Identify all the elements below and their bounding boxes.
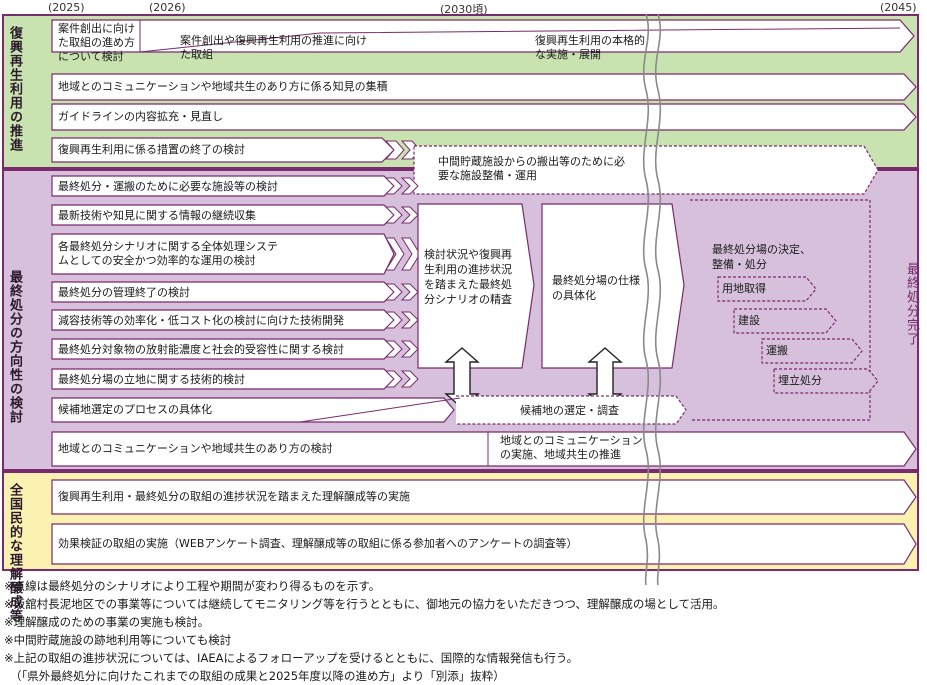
spec-text: 最終処分場の仕様の具体化 (552, 274, 640, 302)
reuse-row3-arrow (51, 103, 917, 131)
note-source: （「県外最終処分に向けたこれまでの取組の成果と2025年度以降の進め方」より「別… (10, 669, 505, 683)
carry-text: 運搬 (766, 344, 788, 357)
decide-text: 最終処分場の決定、整備・処分 (712, 243, 811, 271)
reuse-row1b-text: 案件創出や復興再生利用の推進に向けた取組 (180, 34, 367, 61)
scenario-box (417, 203, 535, 369)
section-label-reuse: 復興再生利用の推進 (7, 26, 22, 152)
reuse-row4-chevrons (384, 140, 421, 160)
interim-text: 中間貯蔵施設からの搬出等のために必要な施設整備・運用 (438, 155, 625, 182)
final-row-7-text: 最終処分場の立地に関する技術的検討 (58, 373, 245, 386)
spec-box (541, 203, 685, 369)
reuse-row3-text: ガイドラインの内容拡充・見直し (58, 110, 223, 123)
complete-text: 最終処分完了 (904, 262, 919, 346)
landfill-text: 埋立処分 (778, 374, 822, 387)
reuse-row2-text: 地域とのコミュニケーションや地域共生のあり方に係る知見の集積 (58, 80, 388, 93)
candidate-text: 候補地選定のプロセスの具体化 (58, 403, 212, 416)
year-2045: (2045) (880, 1, 917, 14)
year-2026: (2026) (149, 1, 186, 14)
decide-box (690, 199, 871, 421)
final-row-arrows (51, 175, 395, 390)
public-row2-text: 効果検証の取組の実施（WEBアンケート調査、理解醸成等の取組に係る参加者へのアン… (58, 537, 578, 550)
roadmap-diagram (51, 13, 917, 586)
interim-box (413, 145, 879, 195)
final-row-6-text: 最終処分対象物の放射能濃度と社会的受容性に関する検討 (58, 343, 344, 356)
time-break-line-2 (654, 13, 662, 586)
note-2: ※飯舘村長泥地区での事業等については継続してモニタリング等を行うとともに、御地元… (4, 597, 725, 611)
final-row-1-text: 最終処分・運搬のために必要な施設等の検討 (58, 180, 278, 193)
public-row2-arrow (51, 523, 917, 565)
candidate-arrow (51, 397, 455, 423)
reuse-row1-divider (139, 27, 901, 53)
reuse-row1a-text: 案件創出に向けた取組の進め方について検討 (58, 22, 135, 63)
build-text: 建設 (738, 314, 760, 327)
comm-impl-text: 地域とのコミュニケーションの実施、地域共生の推進 (500, 434, 643, 461)
final-row-3-text: 各最終処分シナリオに関する全体処理システムとしての安全かつ効率的な運用の検討 (58, 240, 278, 267)
reuse-row1-arrow (51, 19, 915, 53)
reuse-row4-text: 復興再生利用に係る措置の終了の検討 (58, 143, 245, 156)
substeps (717, 276, 879, 394)
time-break-line-1 (642, 13, 650, 586)
public-row1-text: 復興再生利用・最終処分の取組の進捗状況を踏まえた理解醸成等の実施 (58, 490, 410, 503)
reuse-row2-arrow (51, 73, 917, 101)
comm-arrow (51, 431, 917, 467)
candidate-selection-text: 候補地の選定・調査 (520, 404, 619, 417)
candidate-link (299, 397, 461, 423)
final-row-5-text: 減容技術等の効率化・低コスト化の検討に向けた技術開発 (58, 314, 344, 327)
note-1: ※点線は最終処分のシナリオにより工程や期間が変わり得るものを示す。 (4, 579, 381, 593)
reuse-row1c-text: 復興再生利用の本格的な実施・展開 (535, 34, 645, 61)
note-4: ※中間貯蔵施設の跡地利用等についても検討 (4, 633, 232, 647)
public-row1-arrow (51, 479, 917, 515)
candidate-dashed (456, 395, 687, 425)
scenario-text: 検討状況や復興再生利用の進捗状況を踏まえた最終処分シナリオの精査 (424, 248, 512, 306)
year-2030: (2030頃) (440, 3, 488, 16)
section-label-final: 最終処分の方向性の検討 (7, 270, 22, 424)
final-row-2-text: 最新技術や知見に関する情報の継続収集 (58, 209, 256, 222)
note-3: ※理解醸成のための事業の実施も検討。 (4, 615, 210, 629)
final-row-chevrons (384, 177, 421, 388)
comm-text: 地域とのコミュニケーションや地域共生のあり方の検討 (58, 442, 333, 455)
note-5: ※上記の取組の進捗状況については、IAEAによるフォローアップを受けるとともに、… (4, 651, 579, 665)
land-text: 用地取得 (722, 282, 766, 295)
final-row-4-text: 最終処分の管理終了の検討 (58, 286, 190, 299)
year-2025: (2025) (48, 1, 85, 14)
